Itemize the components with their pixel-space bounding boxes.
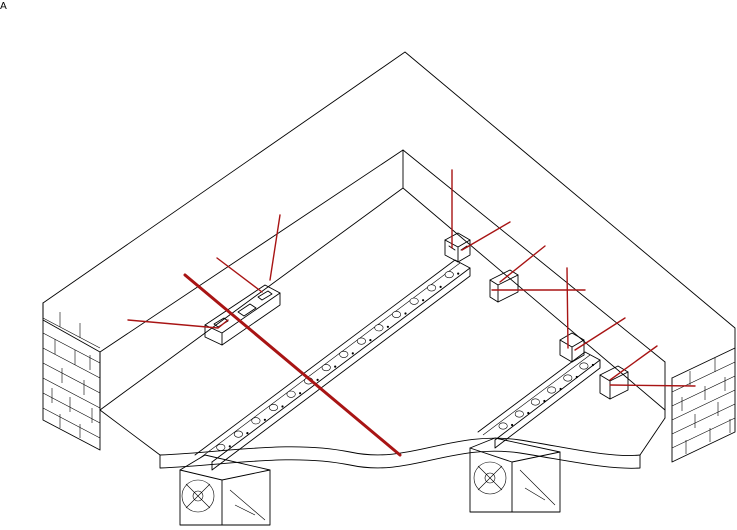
joist-hole — [339, 350, 349, 358]
right-joist — [477, 351, 601, 449]
left-support-block — [179, 454, 271, 526]
joist-hole — [356, 337, 366, 345]
joist-rivet — [559, 387, 562, 391]
joist-rivet — [591, 363, 595, 367]
bracket-right-upper — [559, 332, 585, 363]
joist-hole — [216, 443, 226, 451]
joist-rivet — [351, 352, 354, 355]
corner-mark: A — [0, 1, 7, 12]
bracket-back-left — [204, 284, 281, 346]
leader-lines — [127, 169, 696, 457]
joist-rivet — [457, 272, 460, 275]
bracket-right-lower — [599, 365, 629, 400]
joist-hole — [530, 398, 540, 406]
joist-hole — [563, 374, 573, 382]
joist-rivet — [439, 285, 442, 288]
joist-hole — [251, 417, 261, 425]
joist-hole — [374, 324, 384, 332]
joist-rivet — [334, 365, 337, 368]
joist-rivet — [228, 445, 231, 448]
left-joist — [194, 259, 471, 471]
joist-hole — [514, 410, 524, 418]
top-slab — [42, 51, 736, 419]
joist-hole — [579, 362, 589, 370]
joist-rivet — [263, 418, 266, 421]
right-joist-holes — [498, 362, 595, 430]
joist-rivet — [422, 299, 425, 302]
joist-rivet — [510, 423, 514, 427]
joist-rivet — [246, 432, 249, 435]
joist-rivet — [281, 405, 284, 408]
joist-hole — [268, 403, 278, 411]
joist-hole — [498, 422, 508, 430]
joist-hole — [444, 271, 454, 279]
joist-hole — [427, 284, 437, 292]
joist-hole — [391, 310, 401, 318]
joist-hole — [286, 390, 296, 398]
joist-rivet — [543, 399, 546, 403]
right-brick-pier — [671, 347, 736, 463]
floor-deck — [99, 409, 666, 469]
left-joist-holes — [216, 271, 460, 451]
joist-rivet — [369, 339, 372, 342]
left-brick-pier — [42, 302, 101, 451]
joist-rivet — [386, 325, 389, 328]
joist-hole — [547, 386, 557, 394]
joist-rivet — [404, 312, 407, 315]
right-support-block — [469, 437, 561, 513]
joist-rivet — [316, 378, 319, 381]
joist-rivet — [299, 392, 302, 395]
joist-rivet — [527, 411, 530, 415]
joist-hole — [409, 297, 419, 305]
joist-hole — [321, 364, 331, 372]
joist-hole — [233, 430, 243, 438]
joist-rivet — [575, 375, 578, 379]
leader-long-diagonal — [183, 273, 402, 457]
bracket-top-center-lower — [489, 269, 519, 303]
